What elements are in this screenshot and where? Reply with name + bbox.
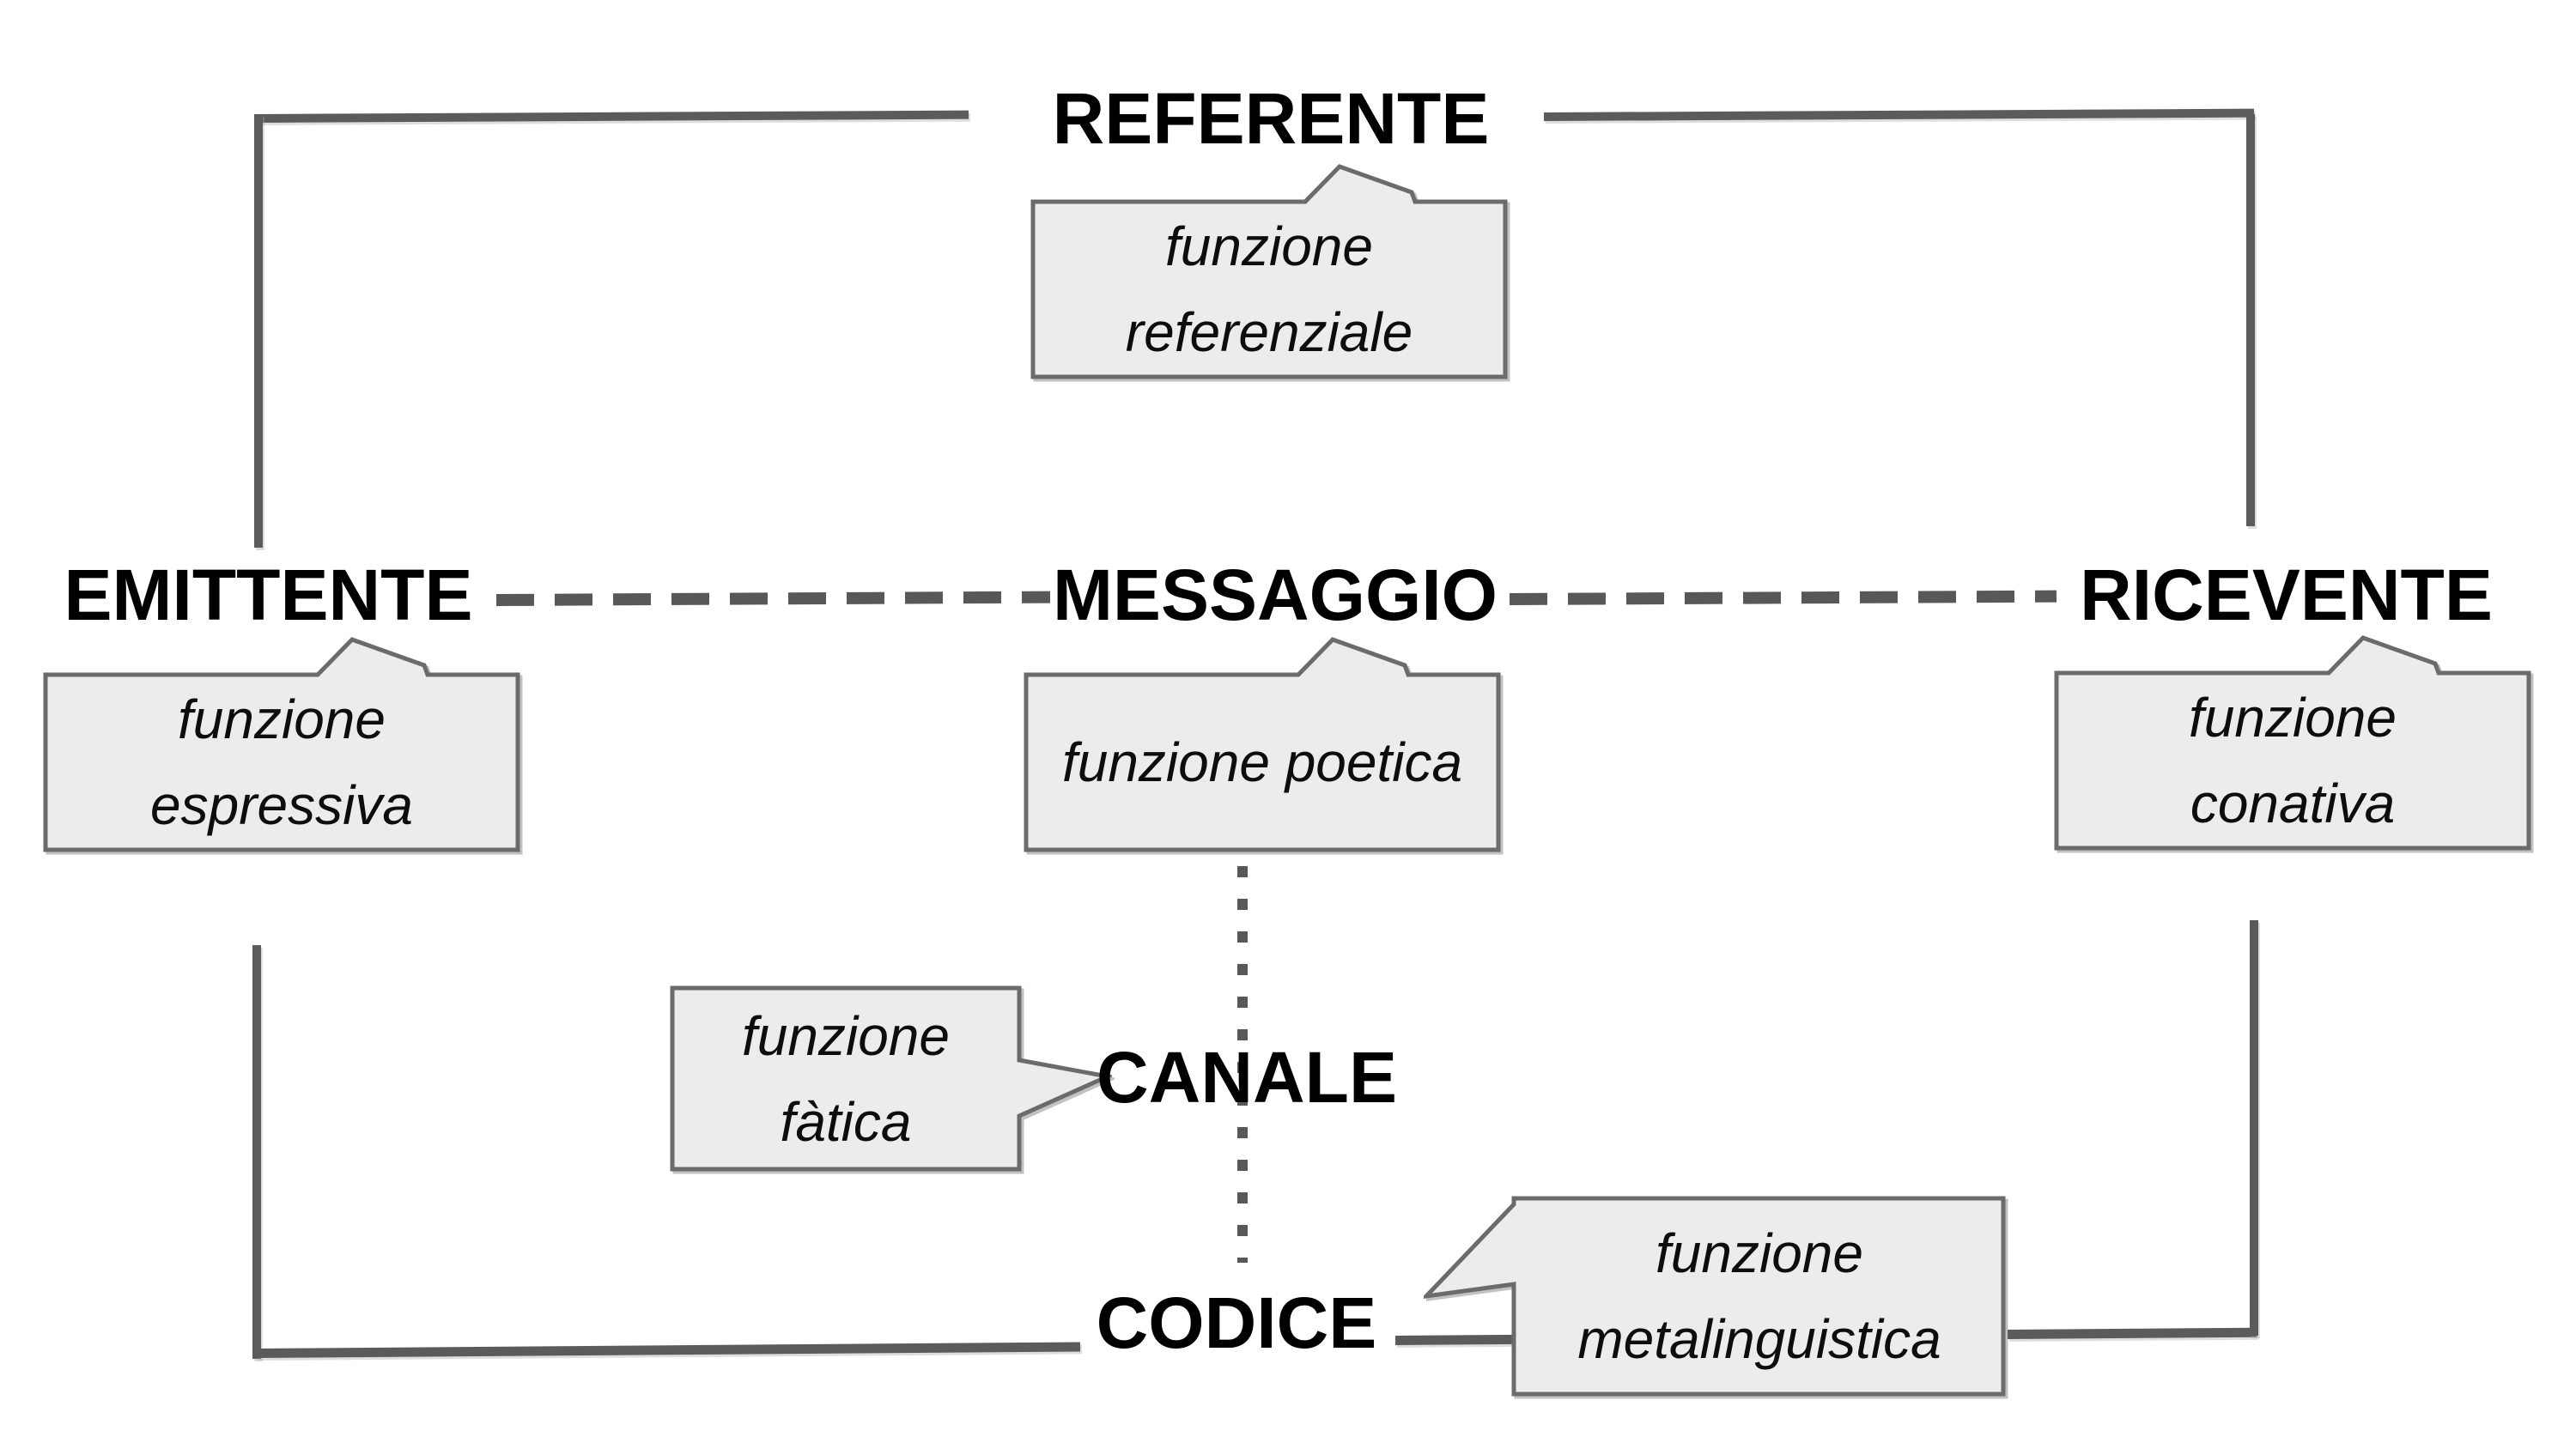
callout-label-funzione-espressiva: funzione espressiva xyxy=(150,688,413,836)
node-ricevente: RICEVENTE xyxy=(2080,555,2493,635)
callout-bubble-funzione-fatica xyxy=(670,985,1112,1172)
connector-emittente-codice-vertical xyxy=(252,945,261,1359)
connector-emittente-referente-horizontal xyxy=(253,110,969,123)
connector-codice-ricevente-horizontal xyxy=(2007,1327,2257,1339)
speech-bubble-up-shape xyxy=(43,637,520,852)
connector-emittente-referente-vertical xyxy=(254,114,263,548)
callout-label-funzione-fatica: funzione fàtica xyxy=(742,1004,950,1153)
callout-bubble-funzione-conativa xyxy=(2054,635,2531,851)
speech-bubble-right-shape xyxy=(670,985,1112,1172)
connector-codice-ricevente-vertical xyxy=(2250,920,2258,1336)
node-codice: CODICE xyxy=(1096,1282,1377,1363)
callout-label-funzione-poetica: funzione poetica xyxy=(1061,731,1463,793)
callout-label-funzione-conativa: funzione conativa xyxy=(2189,687,2397,834)
node-canale: CANALE xyxy=(1097,1037,1397,1118)
connector-referente-ricevente-horizontal xyxy=(1543,108,2255,121)
speech-bubble-up-shape xyxy=(1030,164,1508,379)
callout-bubble-funzione-referenziale xyxy=(1030,164,1508,379)
callout-bubble-funzione-metalinguistica xyxy=(1424,1196,2006,1397)
connector-messaggio-ricevente-dashed xyxy=(1509,590,2057,605)
callout-label-funzione-referenziale: funzione referenziale xyxy=(1125,215,1413,363)
connector-messaggio-canale-codice-dotted xyxy=(1237,866,1248,1263)
connector-referente-ricevente-vertical xyxy=(2246,114,2255,526)
callout-bubble-funzione-espressiva xyxy=(43,637,520,852)
speech-bubble-up-shape xyxy=(1024,637,1501,852)
callout-label-funzione-metalinguistica: funzione metalinguistica xyxy=(1577,1222,1941,1370)
node-messaggio: MESSAGGIO xyxy=(1052,555,1498,635)
callout-bubble-funzione-poetica xyxy=(1024,637,1501,852)
connector-emittente-codice-horizontal xyxy=(253,1342,1081,1358)
node-referente: REFERENTE xyxy=(1052,78,1490,159)
speech-bubble-up-shape xyxy=(2054,635,2531,851)
connector-emittente-messaggio-dashed xyxy=(495,591,1051,606)
node-emittente: EMITTENTE xyxy=(64,555,473,635)
speech-bubble-left-shape xyxy=(1424,1196,2006,1397)
